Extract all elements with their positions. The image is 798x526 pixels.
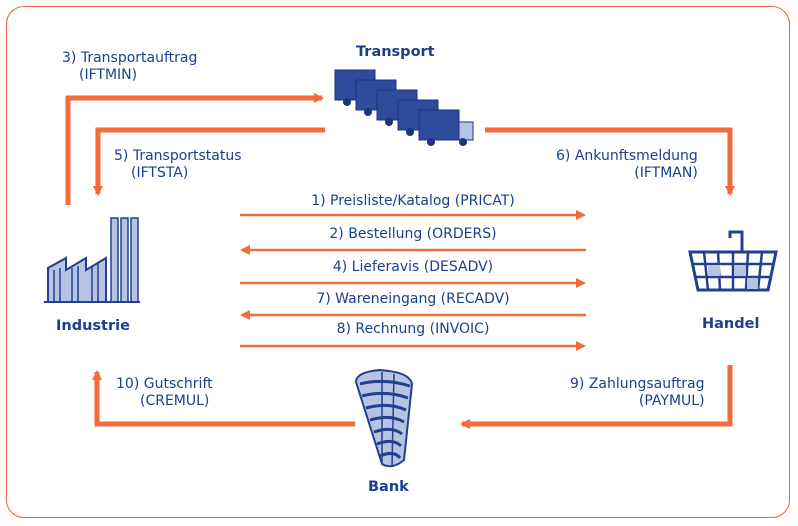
- shopping-basket-icon: [688, 230, 778, 292]
- label-desadv: 4) Lieferavis (DESADV): [332, 259, 494, 275]
- label-recadv: 7) Wareneingang (RECADV): [316, 291, 510, 307]
- label-gutschrift-line2: (CREMUL): [140, 393, 210, 409]
- label-zahlungsauftrag-line2: (PAYMUL): [638, 393, 705, 409]
- label-zahlungsauftrag: 9) Zahlungsauftrag (PAYMUL): [570, 376, 705, 410]
- node-bank: Bank: [368, 479, 409, 495]
- arrow-transportstatus: [93, 127, 325, 196]
- label-ankunftsmeldung-line2: (IFTMAN): [634, 165, 698, 181]
- arrow-transportauftrag: [65, 93, 324, 205]
- label-ankunftsmeldung-line1: 6) Ankunftsmeldung: [556, 148, 698, 164]
- label-transportstatus-line1: 5) Transportstatus: [114, 148, 242, 164]
- node-industrie: Industrie: [56, 318, 130, 334]
- label-ankunftsmeldung: 6) Ankunftsmeldung (IFTMAN): [556, 148, 698, 182]
- bank-building-icon: [354, 368, 414, 468]
- label-gutschrift: 10) Gutschrift (CREMUL): [116, 376, 213, 410]
- factory-icon: [44, 217, 140, 303]
- label-transportstatus-line2: (IFTSTA): [131, 165, 189, 181]
- label-transportstatus: 5) Transportstatus (IFTSTA): [114, 148, 242, 182]
- node-transport: Transport: [356, 44, 435, 60]
- label-pricat: 1) Preisliste/Katalog (PRICAT): [311, 193, 515, 209]
- node-handel: Handel: [702, 316, 760, 332]
- arrow-gutschrift: [92, 370, 355, 427]
- arrow-ankunftsmeldung: [485, 127, 735, 196]
- label-transportauftrag-line1: 3) Transportauftrag: [62, 50, 198, 66]
- label-invoic: 8) Rechnung (INVOIC): [336, 321, 490, 337]
- truck-fleet-icon: [334, 69, 474, 146]
- diagram-frame: [6, 6, 790, 518]
- label-transportauftrag-line2: (IFTMIN): [79, 67, 138, 83]
- label-orders: 2) Bestellung (ORDERS): [329, 226, 497, 242]
- arrow-zahlungsauftrag: [460, 365, 733, 429]
- label-gutschrift-line1: 10) Gutschrift: [116, 376, 213, 392]
- label-zahlungsauftrag-line1: 9) Zahlungsauftrag: [570, 376, 705, 392]
- label-transportauftrag: 3) Transportauftrag (IFTMIN): [62, 50, 197, 84]
